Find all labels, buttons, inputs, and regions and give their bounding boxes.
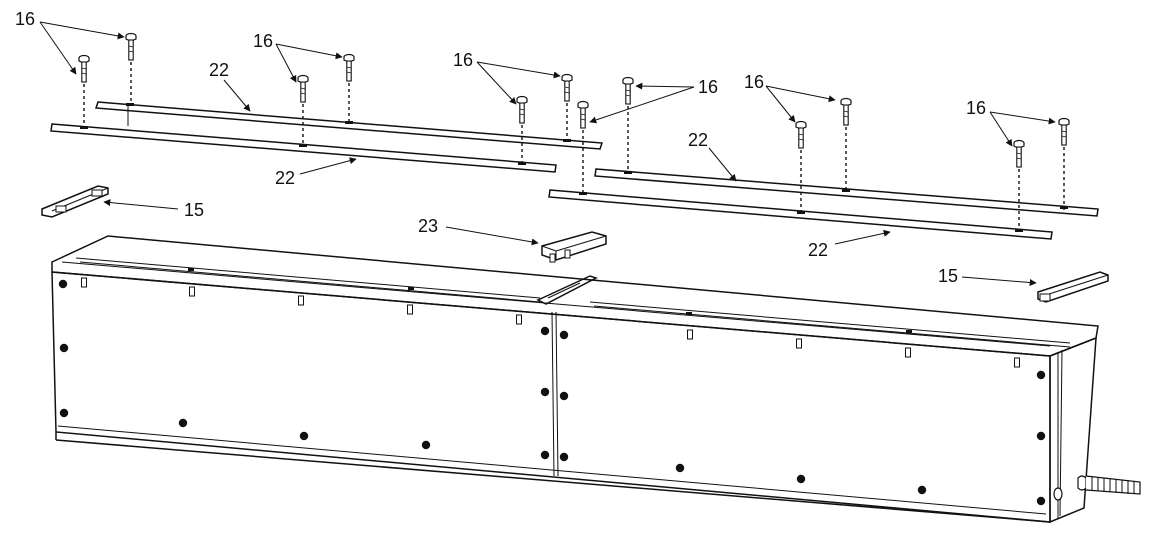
callout-lines <box>39 21 1056 286</box>
alignment-lines <box>83 62 1065 233</box>
label-15: 15 <box>938 266 958 286</box>
screw <box>78 54 90 83</box>
joint-cover <box>541 231 607 263</box>
label-22: 22 <box>275 168 295 188</box>
callout-labels: 16 16 16 16 16 16 22 22 22 22 15 15 23 <box>15 9 986 286</box>
screw <box>1058 117 1070 146</box>
screw <box>1013 139 1025 168</box>
label-16: 16 <box>744 72 764 92</box>
screw <box>516 95 528 124</box>
screw <box>622 76 634 105</box>
screw <box>840 97 852 126</box>
screw <box>577 100 589 129</box>
label-23: 23 <box>418 216 438 236</box>
rail-left-back <box>94 101 604 150</box>
label-22: 22 <box>688 130 708 150</box>
label-16: 16 <box>966 98 986 118</box>
rail-right-back <box>594 168 1099 217</box>
label-16: 16 <box>15 9 35 29</box>
label-16: 16 <box>253 31 273 51</box>
power-cord <box>1077 475 1141 495</box>
label-16: 16 <box>698 77 718 97</box>
screw <box>297 74 309 103</box>
rail-right-front <box>548 189 1053 240</box>
label-22: 22 <box>209 60 229 80</box>
end-cap-left <box>41 185 109 218</box>
end-cap-right <box>1037 271 1109 303</box>
label-22: 22 <box>808 240 828 260</box>
screw <box>795 120 807 149</box>
housing <box>51 235 1141 524</box>
label-16: 16 <box>453 50 473 70</box>
rail-left-front <box>50 123 557 173</box>
screw <box>343 53 355 82</box>
screw <box>561 73 573 102</box>
screw <box>125 32 137 61</box>
label-15: 15 <box>184 200 204 220</box>
